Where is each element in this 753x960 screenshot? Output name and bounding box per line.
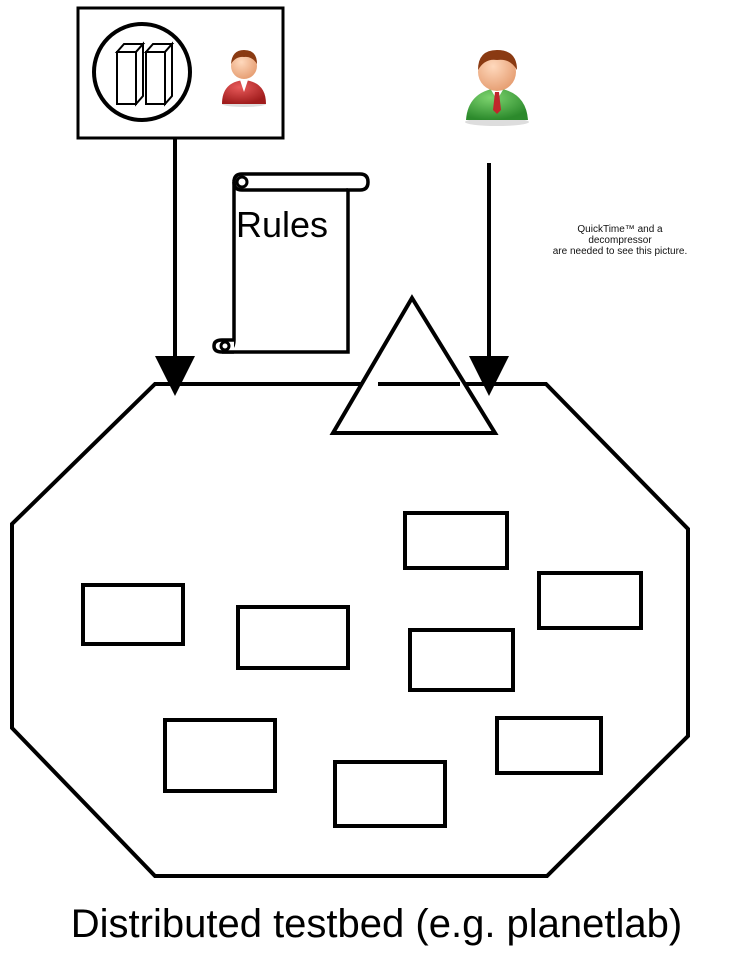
quicktime-line-2: decompressor — [520, 235, 720, 246]
node-box — [83, 585, 183, 644]
admin-box — [78, 8, 283, 138]
scroll-icon — [214, 174, 368, 352]
node-box — [410, 630, 513, 690]
servers-icon — [94, 24, 190, 120]
caption: Distributed testbed (e.g. planetlab) — [0, 902, 753, 947]
node-box — [497, 718, 601, 773]
quicktime-notice: QuickTime™ and a decompressor are needed… — [520, 224, 720, 257]
node-box — [539, 573, 641, 628]
quicktime-line-3: are needed to see this picture. — [520, 246, 720, 257]
node-box — [335, 762, 445, 826]
node-box — [165, 720, 275, 791]
rules-label: Rules — [236, 204, 328, 246]
node-box — [238, 607, 348, 668]
user-green-icon — [465, 50, 529, 126]
quicktime-line-1: QuickTime™ and a — [520, 224, 720, 235]
node-box — [405, 513, 507, 568]
triangle-shape — [333, 298, 495, 433]
